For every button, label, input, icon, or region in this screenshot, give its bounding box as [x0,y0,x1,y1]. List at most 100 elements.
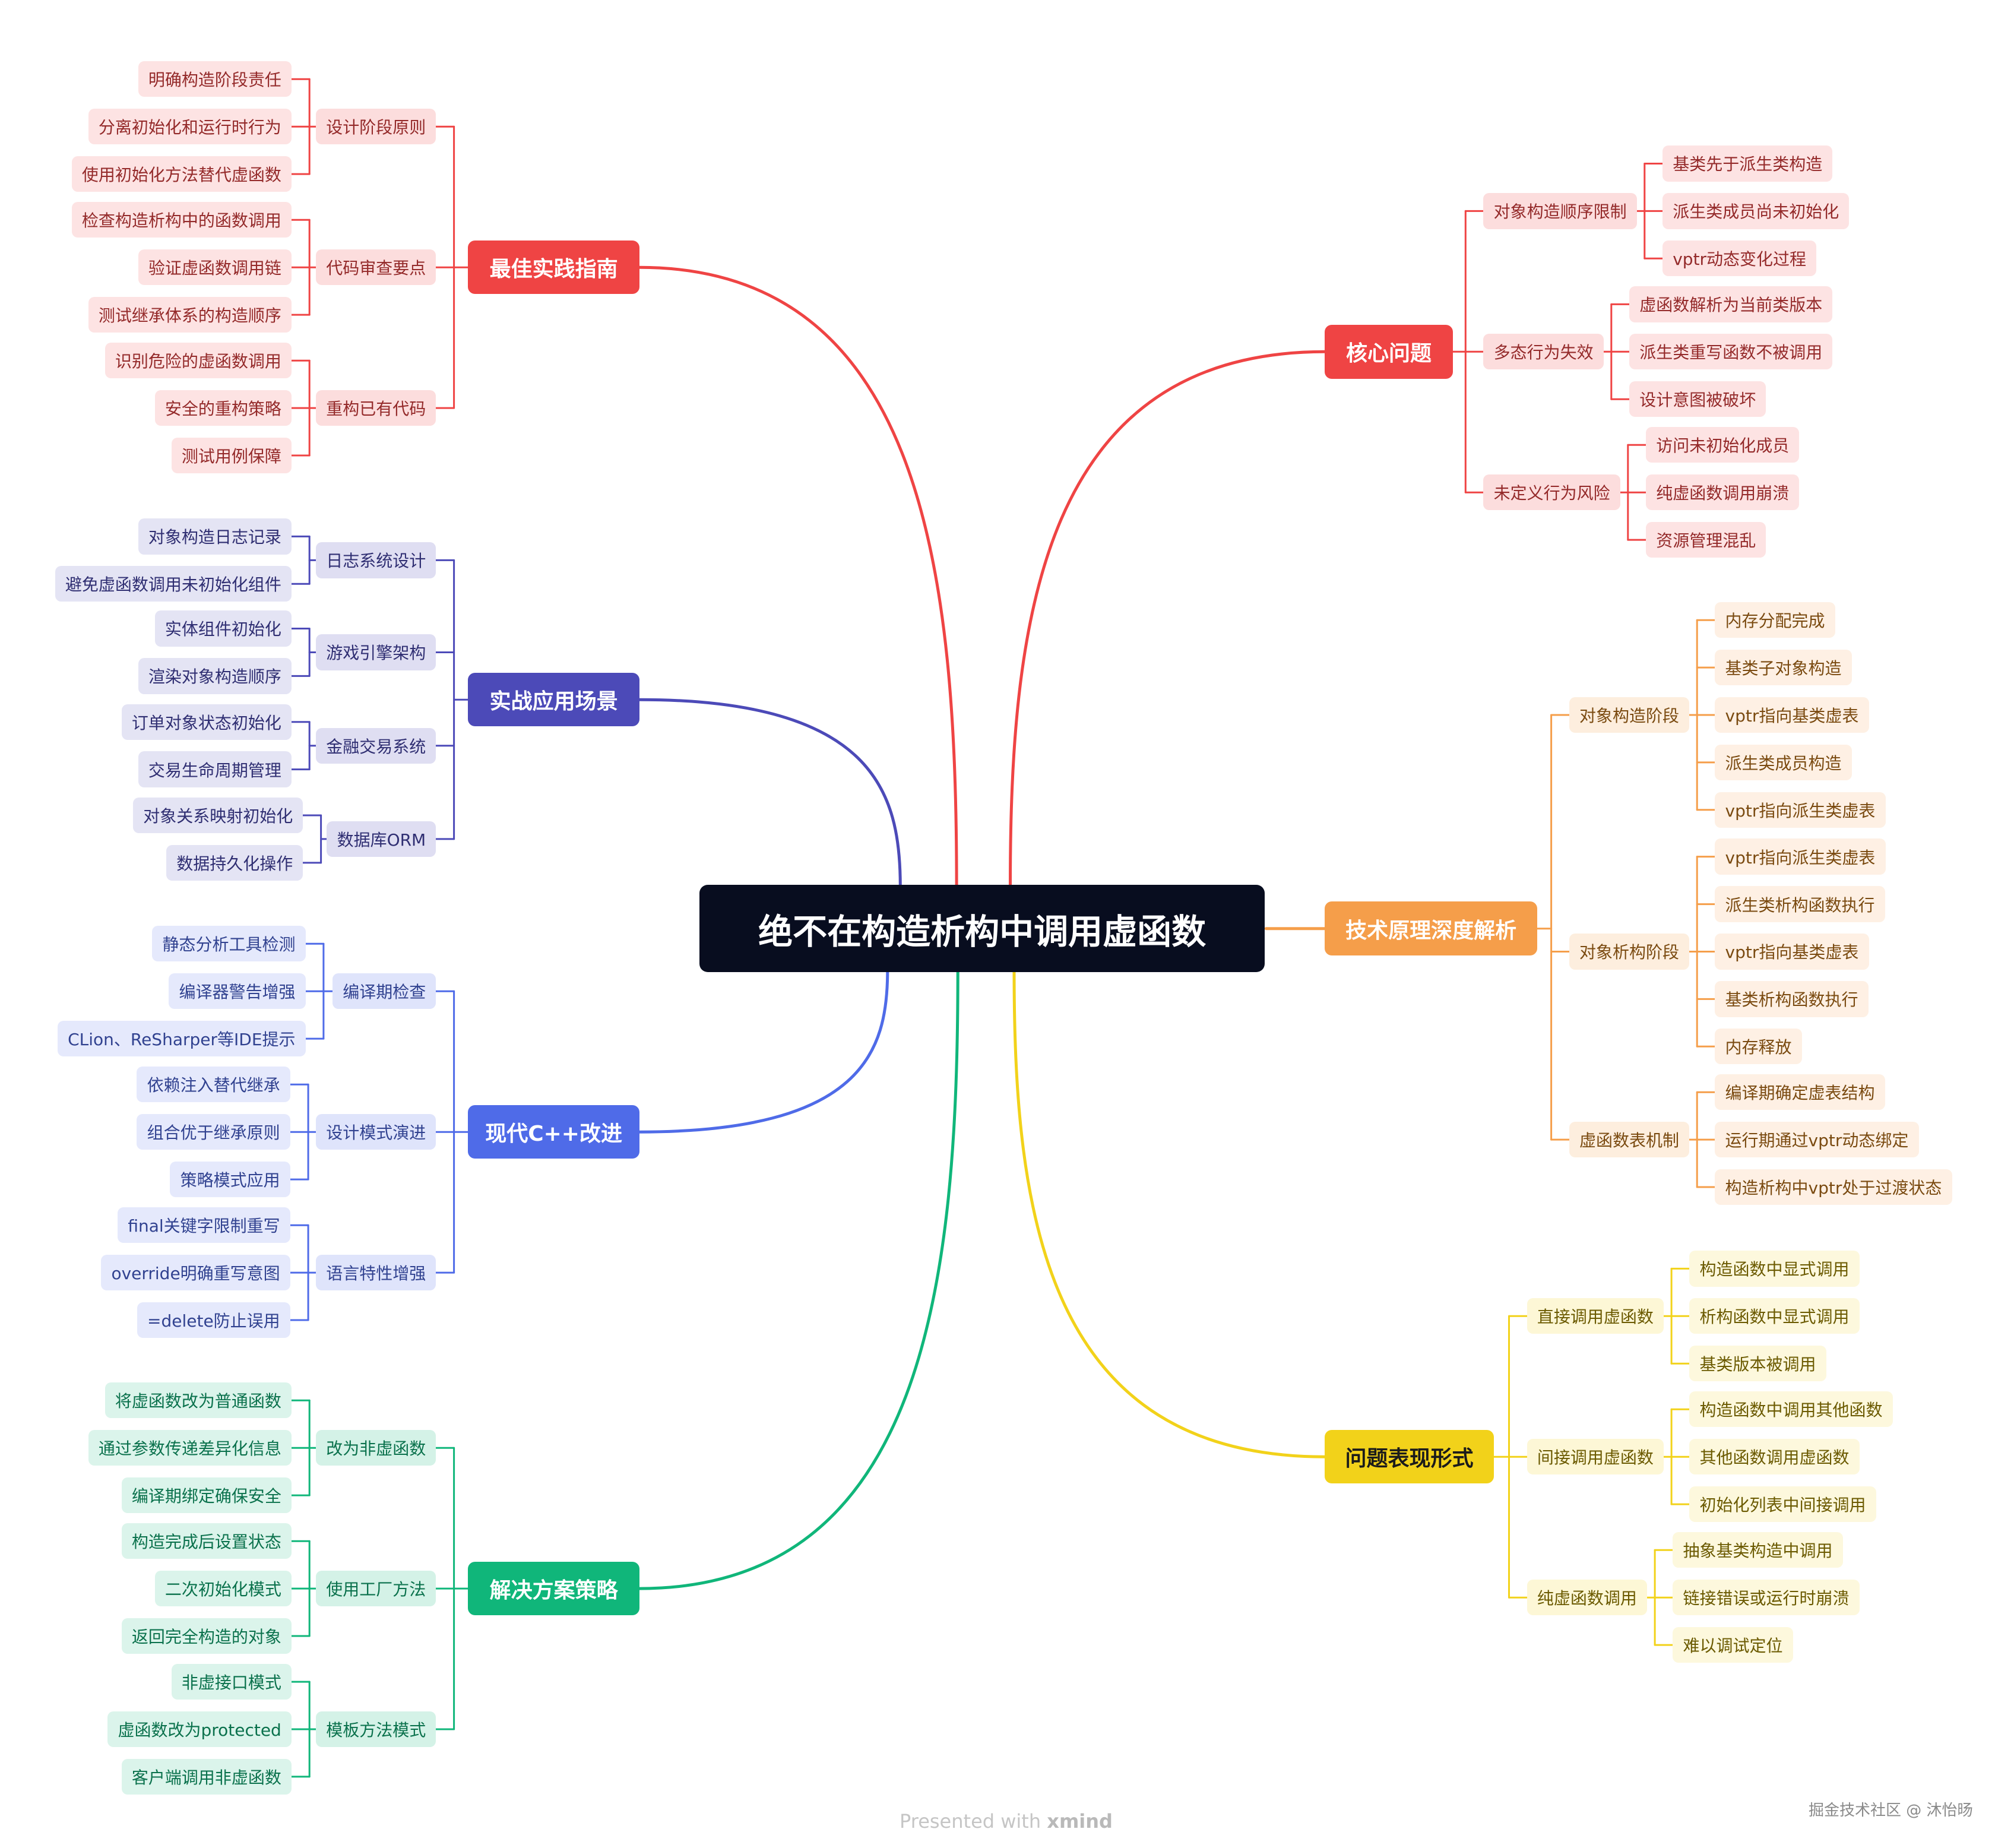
leaf-modern-0-0[interactable]: 静态分析工具检测 [152,926,306,962]
subtopic-best-0[interactable]: 设计阶段原则 [315,109,436,145]
leaf-principle-2-0[interactable]: 编译期确定虚表结构 [1715,1074,1885,1110]
leaf-modern-1-2[interactable]: 策略模式应用 [170,1161,290,1198]
subtopic-symptom-2[interactable]: 纯虚函数调用 [1527,1580,1648,1616]
leaf-best-0-2[interactable]: 使用初始化方法替代虚函数 [71,156,292,192]
leaf-principle-0-0[interactable]: 内存分配完成 [1715,602,1835,638]
leaf-modern-1-0[interactable]: 依赖注入替代继承 [137,1067,290,1103]
leaf-core-0-2-label: vptr动态变化过程 [1673,249,1807,270]
leaf-core-1-2[interactable]: 设计意图被破坏 [1629,381,1766,417]
leaf-symptom-1-2[interactable]: 初始化列表中间接调用 [1689,1486,1876,1523]
leaf-solution-1-2[interactable]: 返回完全构造的对象 [121,1618,292,1654]
leaf-principle-1-4[interactable]: 内存释放 [1715,1029,1802,1065]
subtopic-practice-3[interactable]: 数据库ORM [327,821,436,857]
leaf-symptom-2-0[interactable]: 抽象基类构造中调用 [1673,1532,1843,1568]
leaf-practice-0-0[interactable]: 对象构造日志记录 [138,518,292,555]
leaf-symptom-2-2[interactable]: 难以调试定位 [1673,1627,1793,1663]
leaf-modern-0-2[interactable]: CLion、ReSharper等IDE提示 [57,1020,306,1057]
leaf-principle-1-3[interactable]: 基类析构函数执行 [1715,981,1869,1017]
leaf-symptom-0-2[interactable]: 基类版本被调用 [1689,1346,1826,1382]
leaf-best-0-0[interactable]: 明确构造阶段责任 [138,61,292,97]
leaf-symptom-1-1[interactable]: 其他函数调用虚函数 [1689,1439,1860,1475]
root-topic[interactable]: 绝不在构造析构中调用虚函数 [699,885,1265,972]
leaf-symptom-1-0[interactable]: 构造函数中调用其他函数 [1689,1391,1893,1428]
leaf-principle-1-0[interactable]: vptr指向派生类虚表 [1715,838,1886,875]
subtopic-solution-2[interactable]: 模板方法模式 [315,1711,436,1748]
main-topic-solution-label: 解决方案策略 [489,1578,618,1603]
leaf-best-2-2[interactable]: 测试用例保障 [171,437,292,474]
leaf-symptom-0-0[interactable]: 构造函数中显式调用 [1689,1251,1860,1287]
main-topic-modern[interactable]: 现代C++改进 [468,1105,639,1159]
leaf-modern-2-2[interactable]: =delete防止误用 [137,1302,290,1338]
leaf-best-1-2[interactable]: 测试继承体系的构造顺序 [88,296,292,333]
leaf-core-0-0[interactable]: 基类先于派生类构造 [1662,145,1833,182]
leaf-practice-3-0[interactable]: 对象关系映射初始化 [132,797,303,834]
leaf-solution-0-0[interactable]: 将虚函数改为普通函数 [104,1382,292,1419]
leaf-solution-1-0[interactable]: 构造完成后设置状态 [121,1523,292,1559]
leaf-practice-1-0[interactable]: 实体组件初始化 [154,610,292,647]
leaf-solution-1-1[interactable]: 二次初始化模式 [154,1570,292,1607]
leaf-best-0-1[interactable]: 分离初始化和运行时行为 [88,109,292,145]
subtopic-core-1[interactable]: 多态行为失效 [1483,334,1604,370]
leaf-modern-0-1[interactable]: 编译器警告增强 [169,973,306,1010]
leaf-best-1-1[interactable]: 验证虚函数调用链 [138,249,292,286]
leaf-principle-0-2[interactable]: vptr指向基类虚表 [1715,697,1869,733]
subtopic-core-0[interactable]: 对象构造顺序限制 [1483,193,1637,229]
subtopic-modern-1[interactable]: 设计模式演进 [315,1114,436,1150]
subtopic-principle-1[interactable]: 对象析构阶段 [1569,934,1690,970]
leaf-principle-0-1[interactable]: 基类子对象构造 [1715,649,1852,686]
leaf-modern-2-0[interactable]: final关键字限制重写 [118,1207,290,1243]
subtopic-modern-2[interactable]: 语言特性增强 [315,1254,436,1291]
main-topic-symptom[interactable]: 问题表现形式 [1325,1430,1494,1484]
leaf-principle-2-1[interactable]: 运行期通过vptr动态绑定 [1715,1121,1919,1158]
leaf-solution-2-2[interactable]: 客户端调用非虚函数 [121,1758,292,1795]
leaf-core-1-0[interactable]: 虚函数解析为当前类版本 [1629,286,1833,322]
subtopic-practice-2[interactable]: 金融交易系统 [315,727,436,764]
subtopic-symptom-1[interactable]: 间接调用虚函数 [1527,1439,1664,1475]
leaf-solution-2-0[interactable]: 非虚接口模式 [171,1663,292,1700]
subtopic-solution-1-label: 使用工厂方法 [326,1580,426,1600]
leaf-symptom-2-1[interactable]: 链接错误或运行时崩溃 [1673,1580,1860,1616]
leaf-principle-0-4[interactable]: vptr指向派生类虚表 [1715,792,1886,828]
subtopic-practice-1[interactable]: 游戏引擎架构 [315,634,436,670]
subtopic-principle-2[interactable]: 虚函数表机制 [1569,1121,1690,1158]
leaf-best-2-1[interactable]: 安全的重构策略 [154,390,292,426]
leaf-practice-2-1[interactable]: 交易生命周期管理 [138,751,292,787]
leaf-best-2-0[interactable]: 识别危险的虚函数调用 [104,343,292,379]
leaf-principle-1-2[interactable]: vptr指向基类虚表 [1715,934,1869,970]
main-topic-practice[interactable]: 实战应用场景 [468,672,639,727]
subtopic-solution-0[interactable]: 改为非虚函数 [315,1430,436,1466]
subtopic-symptom-0[interactable]: 直接调用虚函数 [1527,1298,1664,1334]
subtopic-best-1[interactable]: 代码审查要点 [315,249,436,286]
subtopic-best-2[interactable]: 重构已有代码 [315,390,436,426]
leaf-modern-1-1[interactable]: 组合优于继承原则 [137,1114,290,1150]
leaf-practice-3-1[interactable]: 数据持久化操作 [166,844,303,881]
leaf-best-1-0[interactable]: 检查构造析构中的函数调用 [71,202,292,238]
leaf-modern-2-1[interactable]: override明确重写意图 [101,1254,290,1291]
main-topic-core[interactable]: 核心问题 [1325,325,1453,379]
main-topic-solution[interactable]: 解决方案策略 [468,1561,639,1616]
leaf-symptom-0-1[interactable]: 析构函数中显式调用 [1689,1298,1860,1334]
leaf-practice-0-1[interactable]: 避免虚函数调用未初始化组件 [55,566,292,602]
main-topic-best[interactable]: 最佳实践指南 [468,240,639,295]
leaf-practice-2-0[interactable]: 订单对象状态初始化 [121,704,292,740]
subtopic-principle-0[interactable]: 对象构造阶段 [1569,697,1690,733]
leaf-principle-1-1[interactable]: 派生类析构函数执行 [1715,886,1885,922]
subtopic-core-2[interactable]: 未定义行为风险 [1483,474,1620,511]
leaf-practice-1-1[interactable]: 渲染对象构造顺序 [138,658,292,694]
leaf-core-2-2[interactable]: 资源管理混乱 [1646,521,1766,558]
leaf-principle-0-3[interactable]: 派生类成员构造 [1715,744,1852,781]
leaf-practice-1-1-label: 渲染对象构造顺序 [148,667,281,687]
leaf-core-1-1[interactable]: 派生类重写函数不被调用 [1629,334,1833,370]
leaf-solution-0-2[interactable]: 编译期绑定确保安全 [121,1477,292,1514]
leaf-solution-0-1[interactable]: 通过参数传递差异化信息 [88,1430,292,1466]
leaf-core-0-1[interactable]: 派生类成员尚未初始化 [1662,193,1850,229]
subtopic-modern-0[interactable]: 编译期检查 [332,973,436,1010]
leaf-principle-2-2[interactable]: 构造析构中vptr处于过渡状态 [1715,1169,1952,1205]
leaf-core-2-0[interactable]: 访问未初始化成员 [1646,427,1800,463]
main-topic-principle[interactable]: 技术原理深度解析 [1325,901,1537,955]
subtopic-solution-1[interactable]: 使用工厂方法 [315,1570,436,1607]
leaf-core-2-1[interactable]: 纯虚函数调用崩溃 [1646,474,1800,511]
leaf-core-0-2[interactable]: vptr动态变化过程 [1662,241,1817,277]
subtopic-practice-0[interactable]: 日志系统设计 [315,542,436,578]
leaf-solution-2-1[interactable]: 虚函数改为protected [107,1711,292,1748]
